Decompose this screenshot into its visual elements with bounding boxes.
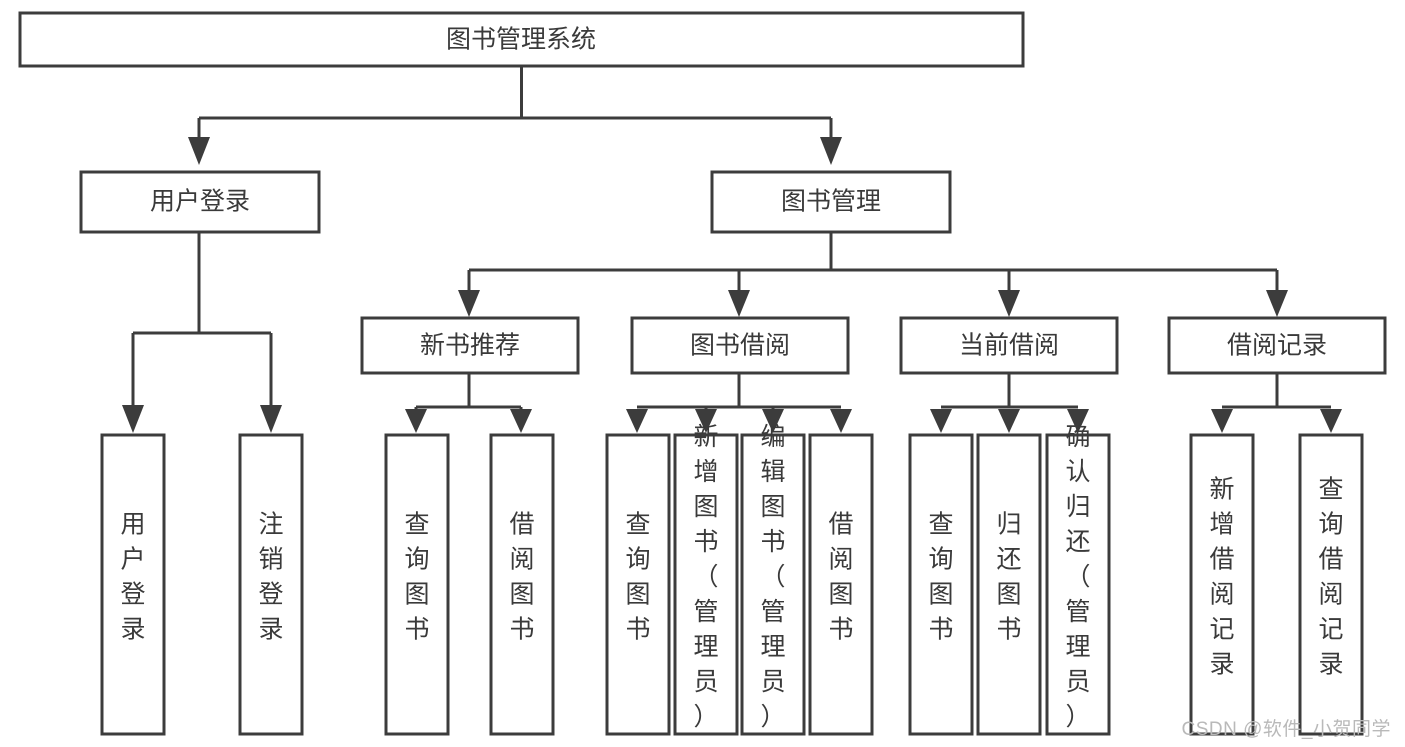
node-borrow-record-label: 借阅记录 — [1227, 332, 1327, 360]
node-new-book-recommend-label: 新书推荐 — [420, 332, 520, 360]
arrow-newbook-to-leaf2 — [510, 409, 532, 433]
node-root-label: 图书管理系统 — [446, 26, 596, 54]
node-leaf-confirm-return[interactable]: 确认归还（管理员） — [1045, 423, 1111, 736]
node-borrow-record-box[interactable] — [1167, 316, 1387, 375]
node-leaf-borrow-book-b-label: 借阅图书 — [828, 511, 853, 644]
arrow-borrow-to-leaf4 — [830, 409, 852, 433]
node-current-borrow[interactable]: 当前借阅 — [899, 316, 1119, 375]
node-leaf-logout-box[interactable] — [238, 433, 304, 736]
arrow-bookmgmt-to-record — [1266, 290, 1288, 317]
arrow-root-to-login — [188, 137, 210, 165]
node-book-borrow-label: 图书借阅 — [690, 332, 790, 360]
node-leaf-query-book-a-label: 查询图书 — [404, 511, 429, 644]
arrow-bookmgmt-to-newbook — [458, 290, 480, 317]
node-user-login[interactable]: 用户登录 — [79, 170, 321, 234]
node-leaf-edit-book[interactable]: 编辑图书（管理员） — [740, 423, 806, 736]
node-leaf-add-borrow-record-label: 新增借阅记录 — [1209, 476, 1234, 679]
arrow-current-to-leaf1 — [930, 409, 952, 433]
arrow-login-to-leaf1 — [122, 405, 144, 433]
arrow-login-to-leaf2 — [260, 405, 282, 433]
node-leaf-query-borrow-record-box[interactable] — [1298, 433, 1364, 736]
node-book-borrow[interactable]: 图书借阅 — [630, 316, 850, 375]
node-leaf-borrow-book-b[interactable]: 借阅图书 — [808, 433, 874, 736]
arrow-bookmgmt-to-borrow — [728, 290, 750, 317]
node-leaf-query-book-c-box[interactable] — [908, 433, 974, 736]
node-leaf-user-login-box[interactable] — [100, 433, 166, 736]
node-leaf-add-borrow-record-box[interactable] — [1189, 433, 1255, 736]
node-leaf-confirm-return-label: 确认归还（管理员） — [1065, 423, 1090, 731]
node-leaf-edit-book-box[interactable] — [740, 433, 806, 736]
node-leaf-borrow-book-a[interactable]: 借阅图书 — [489, 433, 555, 736]
node-root[interactable]: 图书管理系统 — [18, 11, 1025, 68]
node-leaf-return-book-box[interactable] — [976, 433, 1042, 736]
node-root-box[interactable] — [18, 11, 1025, 68]
arrow-root-to-bookmgmt — [820, 137, 842, 165]
node-new-book-recommend-box[interactable] — [360, 316, 580, 375]
arrow-current-to-leaf3 — [1067, 409, 1089, 433]
node-leaf-logout-label: 注销登录 — [258, 511, 283, 644]
node-leaf-return-book-label: 归还图书 — [996, 511, 1021, 644]
node-leaf-add-book-label: 新增图书（管理员） — [693, 423, 718, 731]
node-leaf-query-book-a[interactable]: 查询图书 — [384, 433, 450, 736]
node-leaf-query-book-b[interactable]: 查询图书 — [605, 433, 671, 736]
node-leaf-add-book[interactable]: 新增图书（管理员） — [673, 423, 739, 736]
node-leaf-user-login[interactable]: 用户登录 — [100, 433, 166, 736]
node-leaf-add-book-box[interactable] — [673, 433, 739, 736]
node-current-borrow-box[interactable] — [899, 316, 1119, 375]
arrow-borrow-to-leaf3 — [762, 409, 784, 433]
node-leaf-return-book[interactable]: 归还图书 — [976, 433, 1042, 736]
node-leaf-query-book-c-label: 查询图书 — [928, 511, 953, 644]
arrow-newbook-to-leaf1 — [405, 409, 427, 433]
node-current-borrow-label: 当前借阅 — [959, 332, 1059, 360]
node-leaf-user-login-label: 用户登录 — [120, 511, 145, 644]
node-user-login-box[interactable] — [79, 170, 321, 234]
node-leaf-query-book-a-box[interactable] — [384, 433, 450, 736]
node-leaf-edit-book-label: 编辑图书（管理员） — [760, 423, 785, 731]
arrow-record-to-leaf1 — [1211, 409, 1233, 433]
edges-group — [122, 66, 1342, 433]
node-leaf-confirm-return-box[interactable] — [1045, 433, 1111, 736]
node-leaf-query-borrow-record-label: 查询借阅记录 — [1318, 476, 1343, 679]
arrow-borrow-to-leaf1 — [626, 409, 648, 433]
node-book-management[interactable]: 图书管理 — [710, 170, 952, 234]
node-leaf-query-book-c[interactable]: 查询图书 — [908, 433, 974, 736]
arrow-current-to-leaf2 — [998, 409, 1020, 433]
node-new-book-recommend[interactable]: 新书推荐 — [360, 316, 580, 375]
node-leaf-borrow-book-b-box[interactable] — [808, 433, 874, 736]
node-book-management-box[interactable] — [710, 170, 952, 234]
arrow-borrow-to-leaf2 — [695, 409, 717, 433]
arrow-bookmgmt-to-current — [998, 290, 1020, 317]
node-leaf-query-book-b-label: 查询图书 — [625, 511, 650, 644]
node-borrow-record[interactable]: 借阅记录 — [1167, 316, 1387, 375]
node-leaf-query-book-b-box[interactable] — [605, 433, 671, 736]
node-leaf-add-borrow-record[interactable]: 新增借阅记录 — [1189, 433, 1255, 736]
node-leaf-query-borrow-record[interactable]: 查询借阅记录 — [1298, 433, 1364, 736]
node-leaf-borrow-book-a-label: 借阅图书 — [509, 511, 534, 644]
node-user-login-label: 用户登录 — [150, 188, 250, 216]
node-book-management-label: 图书管理 — [781, 188, 881, 216]
node-leaf-borrow-book-a-box[interactable] — [489, 433, 555, 736]
node-leaf-logout[interactable]: 注销登录 — [238, 433, 304, 736]
node-book-borrow-box[interactable] — [630, 316, 850, 375]
arrow-record-to-leaf2 — [1320, 409, 1342, 433]
